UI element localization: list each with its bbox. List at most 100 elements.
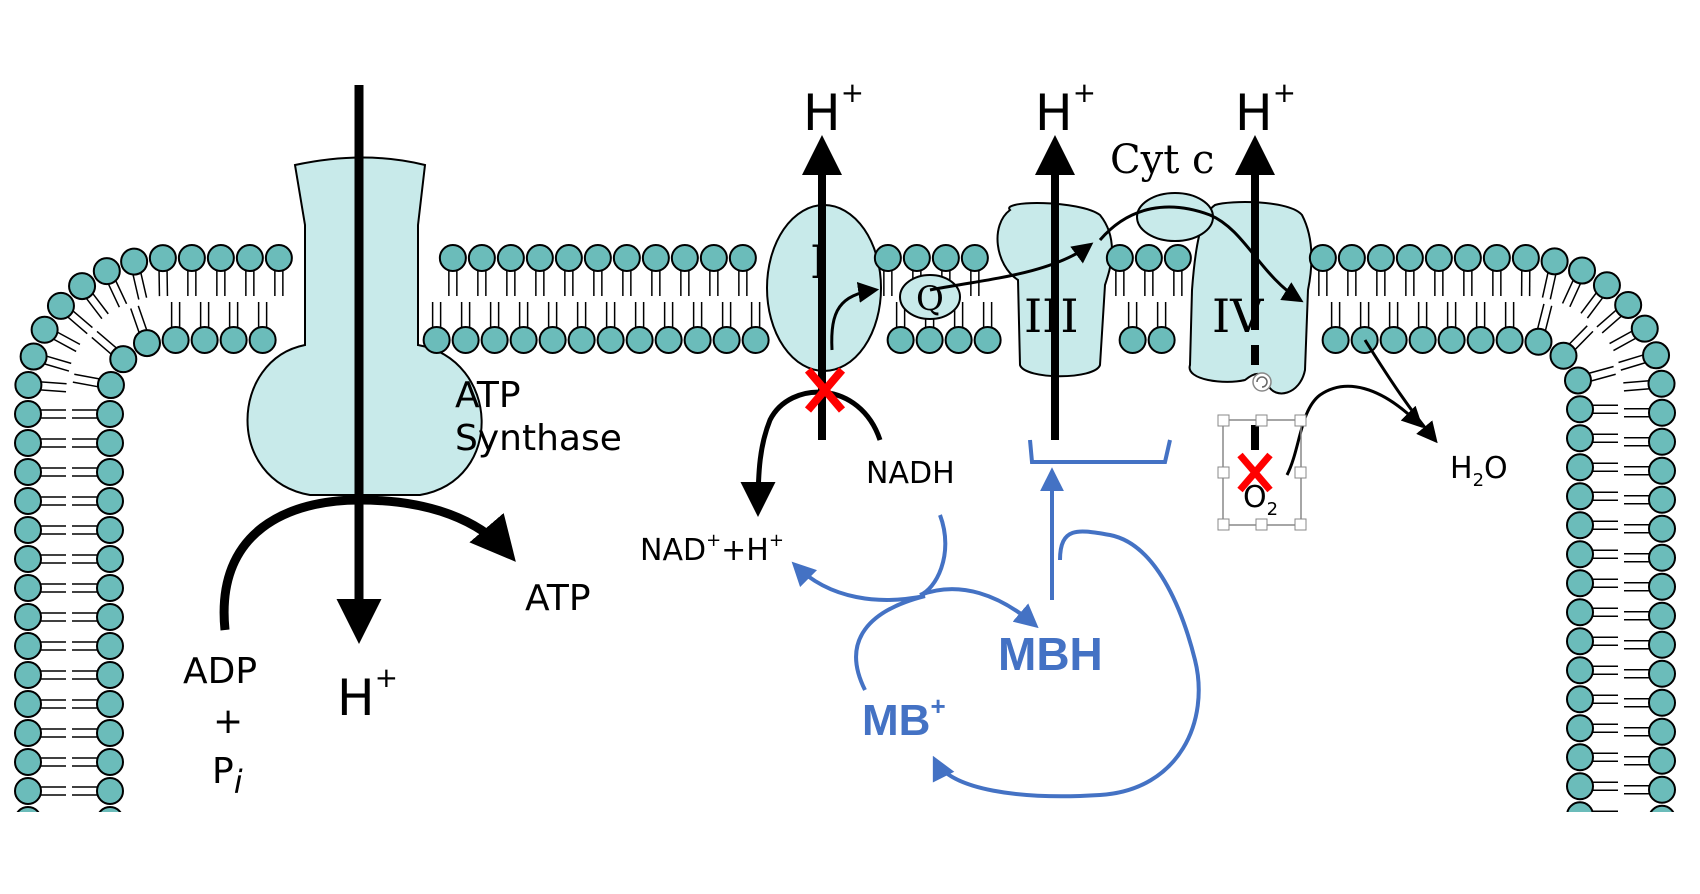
lipid-head [1566, 395, 1594, 424]
selection-handle[interactable] [1217, 414, 1230, 427]
selection-handle[interactable] [1217, 466, 1230, 479]
o2-to-water-arrow [1285, 384, 1423, 476]
complex-iii-label: III [1024, 289, 1079, 343]
lipid-tail [170, 302, 181, 328]
lipid-head [1614, 290, 1643, 319]
lipid-tail [564, 270, 574, 296]
lipid-tail [593, 270, 603, 296]
lipid-head [1118, 326, 1147, 354]
lipid-tail [72, 641, 98, 651]
lipid-tail [1624, 668, 1650, 679]
selection-handle[interactable] [1294, 414, 1307, 427]
lipid-head [14, 748, 42, 776]
lipid-tail [228, 302, 239, 328]
lipid-tail [1592, 752, 1618, 763]
lipid-head [14, 632, 42, 660]
lipid-tail [72, 786, 98, 796]
lipid-tail [130, 305, 148, 334]
lipid-tail [1347, 270, 1357, 296]
lipid-tail [1173, 270, 1183, 296]
lipid-tail [1624, 436, 1650, 447]
lipid-head [14, 371, 43, 400]
lipid-head [96, 574, 124, 602]
selection-handle[interactable] [1217, 518, 1230, 531]
lipid-tail [721, 302, 732, 328]
rotate-handle-icon[interactable] [1252, 372, 1272, 392]
lipid-head [177, 244, 206, 272]
lipid-head [14, 516, 42, 544]
lipid-head [1337, 244, 1366, 272]
lipid-head [14, 545, 42, 573]
lipid-tail [1592, 433, 1618, 444]
selection-handle[interactable] [1294, 518, 1307, 531]
lipid-tail [40, 554, 66, 564]
lipid-head [96, 690, 124, 718]
lipid-tail [692, 302, 703, 328]
lipid-tail [72, 728, 98, 738]
selection-handle[interactable] [1255, 414, 1268, 427]
lipid-head [1105, 244, 1134, 272]
lipid-head [14, 458, 42, 486]
lipid-tail [1624, 407, 1650, 418]
lipid-tail [1624, 784, 1650, 795]
lipid-head [14, 690, 42, 718]
lipid-head [92, 257, 121, 286]
lipid-tail [43, 355, 72, 372]
lipid-head [14, 719, 42, 747]
lipid-tail [622, 270, 632, 296]
lipid-tail [1624, 755, 1650, 766]
lipid-head [741, 326, 770, 354]
water-arrow [1363, 339, 1438, 444]
lipid-head [480, 326, 509, 354]
cyt-c-protein [1136, 192, 1214, 242]
lipid-head [1566, 685, 1594, 714]
lipid-tail [1330, 302, 1341, 328]
lipid-tail [1592, 404, 1618, 415]
lipid-tail [72, 612, 98, 622]
labels: ATP Synthase ATP ADP + Pi H+ H+ H+ H+ I … [183, 76, 1508, 801]
nadh-to-mbh-arrow [919, 514, 1039, 629]
lipid-tail [107, 279, 128, 308]
lipid-head [1453, 244, 1482, 272]
lipid-tail [1624, 610, 1650, 621]
nadh-label: NADH [866, 456, 955, 491]
lipid-tail [40, 786, 66, 796]
lipid-head [422, 326, 451, 354]
o2-selection-box[interactable] [1217, 372, 1307, 531]
lipid-tail [1417, 302, 1428, 328]
lipid-head [14, 777, 42, 805]
lipid-head [190, 326, 219, 354]
lipid-head [1495, 326, 1524, 354]
lipid-tail [72, 409, 98, 419]
inhibition-marks [804, 367, 1273, 493]
lipid-head [654, 326, 683, 354]
lipid-tail [1596, 309, 1623, 334]
selection-handle[interactable] [1294, 466, 1307, 479]
lipid-tail [634, 302, 645, 328]
lipid-head [96, 661, 124, 689]
lipid-tail [72, 438, 98, 448]
lipid-head [625, 326, 654, 354]
atp-synthase-label: ATP [455, 375, 521, 416]
lipid-head [1566, 627, 1594, 656]
lipid-tail [72, 583, 98, 593]
lipid-tail [518, 302, 529, 328]
lipid-tail [72, 525, 98, 535]
lipid-tail [187, 270, 197, 296]
lipid-head [683, 326, 712, 354]
lipid-head [14, 487, 42, 515]
lipid-tail [40, 438, 66, 448]
lipid-tail [40, 496, 66, 506]
lipid-head [148, 244, 177, 273]
lipid-head [902, 244, 931, 272]
selection-handle[interactable] [1255, 518, 1268, 531]
lipid-tail [1592, 781, 1618, 792]
lipid-head [496, 244, 525, 272]
lipid-tail [1624, 465, 1650, 476]
lipid-head [1566, 772, 1594, 801]
lipid-head [1549, 341, 1578, 370]
lipid-tail [91, 330, 118, 355]
lipid-tail [1504, 302, 1515, 328]
lipid-tail [1580, 292, 1604, 319]
lipid-head [96, 632, 124, 660]
